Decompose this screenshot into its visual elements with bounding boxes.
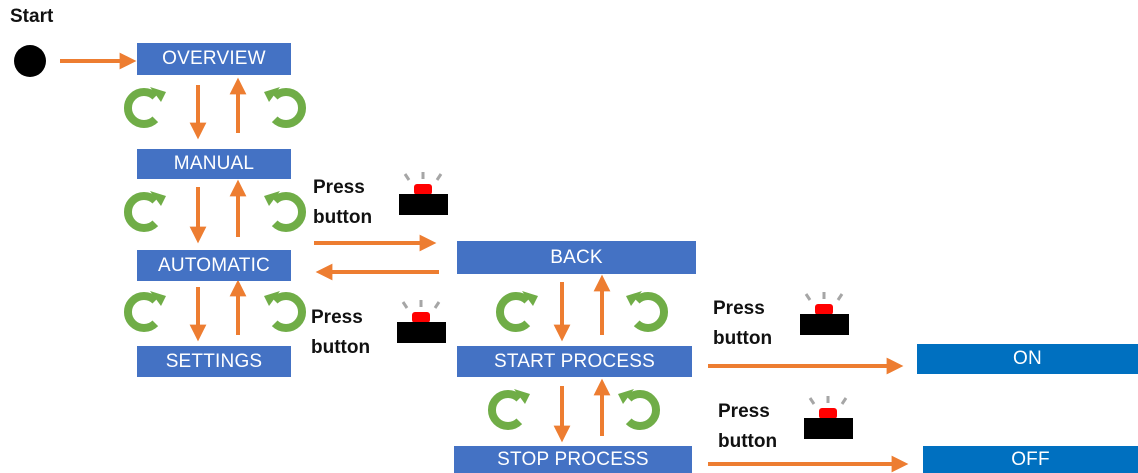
- transition-label-off: Press button: [718, 397, 777, 457]
- transition-label-on: Press button: [713, 294, 772, 354]
- state-start-process: START PROCESS: [457, 346, 692, 377]
- transition-label-line2: button: [311, 337, 371, 358]
- state-back: BACK: [457, 241, 696, 274]
- cycle-icon: [626, 291, 668, 332]
- cycle-icon: [496, 291, 538, 332]
- state-stop-process: STOP PROCESS: [454, 446, 692, 473]
- push-button-icon: [397, 300, 446, 343]
- output-on: ON: [917, 344, 1138, 374]
- cycle-icon: [264, 191, 306, 232]
- transition-label-line1: Press: [313, 177, 365, 198]
- cycle-icon: [618, 389, 660, 430]
- transition-label-line1: Press: [311, 307, 363, 328]
- output-off: OFF: [923, 446, 1138, 473]
- cycle-icon: [124, 87, 166, 128]
- state-settings: SETTINGS: [137, 346, 291, 377]
- push-button-icon: [399, 172, 448, 215]
- vertical-arrows-left: [189, 77, 247, 342]
- start-label: Start: [10, 6, 54, 27]
- vertical-arrows-right: [553, 274, 611, 443]
- horizontal-arrows: [314, 234, 909, 473]
- state-manual: MANUAL: [137, 149, 291, 179]
- cycle-icon: [124, 291, 166, 332]
- cycle-icon: [124, 191, 166, 232]
- transition-label-back: Press button: [313, 173, 372, 233]
- start-node: [14, 45, 46, 77]
- transition-label-settings: Press button: [311, 303, 370, 363]
- cycle-icon: [264, 87, 306, 128]
- cycle-icons: [124, 87, 668, 430]
- state-overview: OVERVIEW: [137, 43, 291, 75]
- transition-label-line2: button: [313, 207, 373, 228]
- push-button-icon: [804, 396, 853, 439]
- cycle-icon: [264, 291, 306, 332]
- transition-label-line1: Press: [718, 401, 770, 422]
- state-automatic: AUTOMATIC: [137, 250, 291, 281]
- transition-label-line1: Press: [713, 298, 765, 319]
- transition-label-line2: button: [713, 328, 773, 349]
- push-button-icon: [800, 292, 849, 335]
- cycle-icon: [488, 389, 530, 430]
- transition-label-line2: button: [718, 431, 778, 452]
